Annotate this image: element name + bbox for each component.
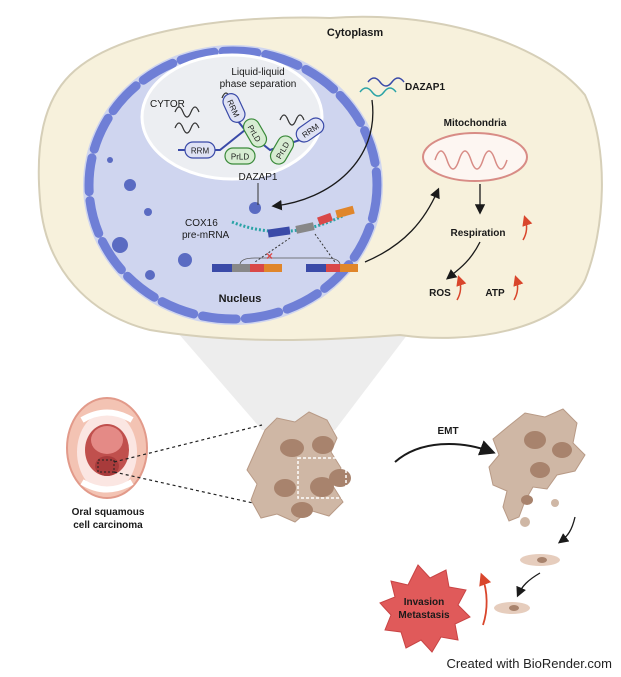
llps-label-line1: Liquid-liquid [231,67,284,78]
rrm-domain: RRM [295,117,325,143]
svg-text:PrLD: PrLD [231,153,249,162]
dazap1-inner-label: DAZAP1 [239,172,278,183]
cytor-rna [174,122,200,134]
nucleus-to-mito-arrow [364,187,440,263]
prld-domain: PrLD [224,147,256,165]
invasion-label: Invasion [404,597,445,608]
cox16-label-line2: pre-mRNA [182,230,230,241]
emt-label: EMT [437,426,458,437]
dazap1-import-arrow [271,99,374,211]
dazap1-squiggle [367,77,405,87]
cytor-label: CYTOR [150,99,185,110]
cell-zoom-box [297,457,347,499]
nuclear-speck [107,157,113,163]
oral-cavity-illustration [66,397,148,499]
exon [295,222,315,234]
prld-domain: PrLD [269,135,295,165]
dazap1-outer-label: DAZAP1 [405,82,445,93]
rrm-domain: RRM [222,93,246,123]
zoom-line [113,424,263,463]
migrating-cell-nucleus [537,557,547,563]
migration-arrow [557,516,576,544]
exon [335,205,355,219]
dazap1-squiggle [359,87,397,97]
mitochondria-label: Mitochondria [444,118,507,129]
atp-up-arrow [513,275,524,301]
nuclear-envelope [84,46,382,324]
migrating-cell-nucleus [509,605,519,611]
migration-arrow [516,572,541,598]
nuclear-speck [178,253,192,267]
atp-label: ATP [485,288,505,299]
mesenchymal-cell-cluster [488,408,586,527]
cox16-label-line1: COX16 [185,218,218,229]
metastasis-label: Metastasis [398,610,450,621]
mito-cristae [434,150,508,170]
spliced-isoform-right [306,264,358,272]
prld-domain: PrLD [242,118,268,148]
mitochondrion [422,132,528,182]
nuclear-speck [112,237,128,253]
respiration-to-ros-arrow [445,241,481,280]
invasion-metastasis-star [379,564,471,653]
cytor-rna [174,106,200,118]
zoom-cone [165,318,420,430]
nucleus-label: Nucleus [219,293,262,305]
nuclear-speck [145,270,155,280]
tumor-cell-cluster [246,411,351,523]
biorender-credit: Created with BioRender.com [447,656,612,671]
respiration-up-arrow [522,215,533,241]
blocked-mark: × [266,249,273,263]
tumor-site-box [97,459,115,473]
nuclear-speck [124,179,136,191]
ros-up-arrow [456,275,467,301]
emt-arrow [394,440,496,463]
cytor-rna [279,114,305,126]
spliced-isoform-left [212,264,282,272]
cox16-pre-mrna [231,210,351,233]
zoom-line [113,471,263,506]
cytoplasm-label: Cytoplasm [327,27,383,39]
svg-text:RRM: RRM [191,147,210,156]
splice-line [254,237,291,263]
respiration-label: Respiration [450,228,505,239]
exon [317,212,333,226]
llps-label-line2: phase separation [220,79,297,90]
nuclear-speck [249,202,261,214]
nuclear-speck [144,208,152,216]
oscc-label-line2: cell carcinoma [73,520,143,531]
ros-label: ROS [429,288,451,299]
invasion-up-arrow [479,572,492,626]
exon [267,226,291,238]
oscc-label-line1: Oral squamous [72,507,145,518]
splice-line [314,233,336,263]
isoform-bracket [239,257,341,266]
rrm-domain: RRM [184,141,216,159]
